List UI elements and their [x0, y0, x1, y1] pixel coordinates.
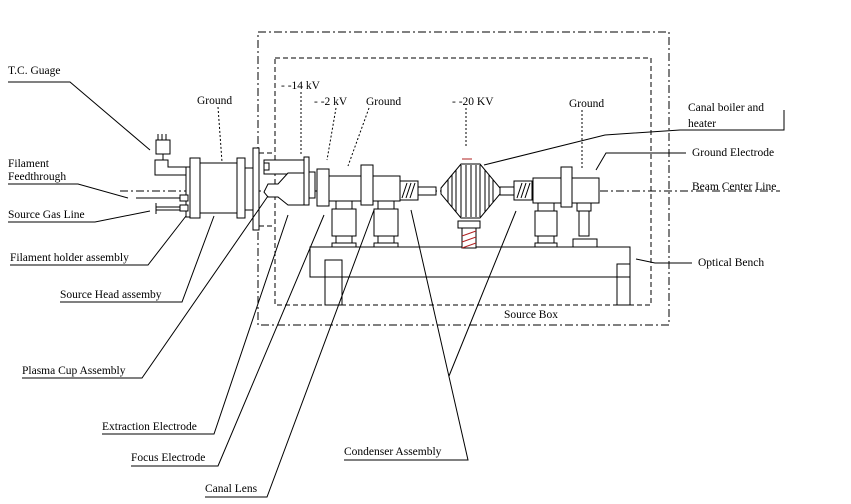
extraction-electrode — [303, 156, 310, 206]
condenser-assembly — [440, 158, 515, 249]
label-focus-electrode: Focus Electrode — [131, 452, 205, 464]
source-head-assembly — [136, 134, 256, 219]
left-callouts: T.C. Guage Filament Feedthrough Source G… — [8, 65, 517, 498]
potential-labels: Ground - -14 kV - -2 kV Ground - -20 KV … — [197, 80, 604, 168]
label-beam-center-line: Beam Center Line — [692, 181, 776, 193]
label-ground-electrode: Ground Electrode — [692, 147, 774, 159]
label-14kv: - -14 kV — [281, 80, 321, 92]
label-filament-1: Filament — [8, 158, 50, 170]
label-ground-1: Ground — [197, 95, 232, 107]
label-canal-boiler-1: Canal boiler and — [688, 102, 764, 114]
label-canal-boiler-2: heater — [688, 118, 716, 130]
plasma-cup-assembly — [252, 147, 330, 231]
label-optical-bench: Optical Bench — [698, 257, 764, 269]
label-filament-2: Feedthrough — [8, 171, 66, 183]
label-tc-gauge: T.C. Guage — [8, 65, 60, 77]
label-condenser: Condenser Assembly — [344, 446, 442, 458]
label-source-gas-line: Source Gas Line — [8, 209, 85, 221]
source-box-enclosure — [274, 57, 652, 306]
focus-electrode — [316, 168, 330, 207]
label-plasma-cup: Plasma Cup Assembly — [22, 365, 126, 377]
ground-electrode-assembly — [513, 166, 600, 248]
tc-gauge — [155, 139, 171, 155]
label-20kv: - -20 KV — [452, 96, 494, 108]
label-2kv: - -2 kV — [314, 96, 348, 108]
right-callouts: Canal boiler and heater Ground Electrode… — [483, 102, 785, 269]
label-source-head: Source Head assemby — [60, 289, 162, 301]
label-canal-lens: Canal Lens — [205, 483, 258, 495]
optical-bench — [309, 246, 631, 306]
canal-lens — [328, 164, 437, 248]
label-ground-3: Ground — [569, 98, 604, 110]
source-box-label: Source Box — [504, 309, 558, 321]
heater-coil — [461, 230, 477, 249]
label-filament-holder: Filament holder assembly — [10, 252, 129, 264]
label-extraction-electrode: Extraction Electrode — [102, 421, 197, 433]
label-ground-2: Ground — [366, 96, 401, 108]
